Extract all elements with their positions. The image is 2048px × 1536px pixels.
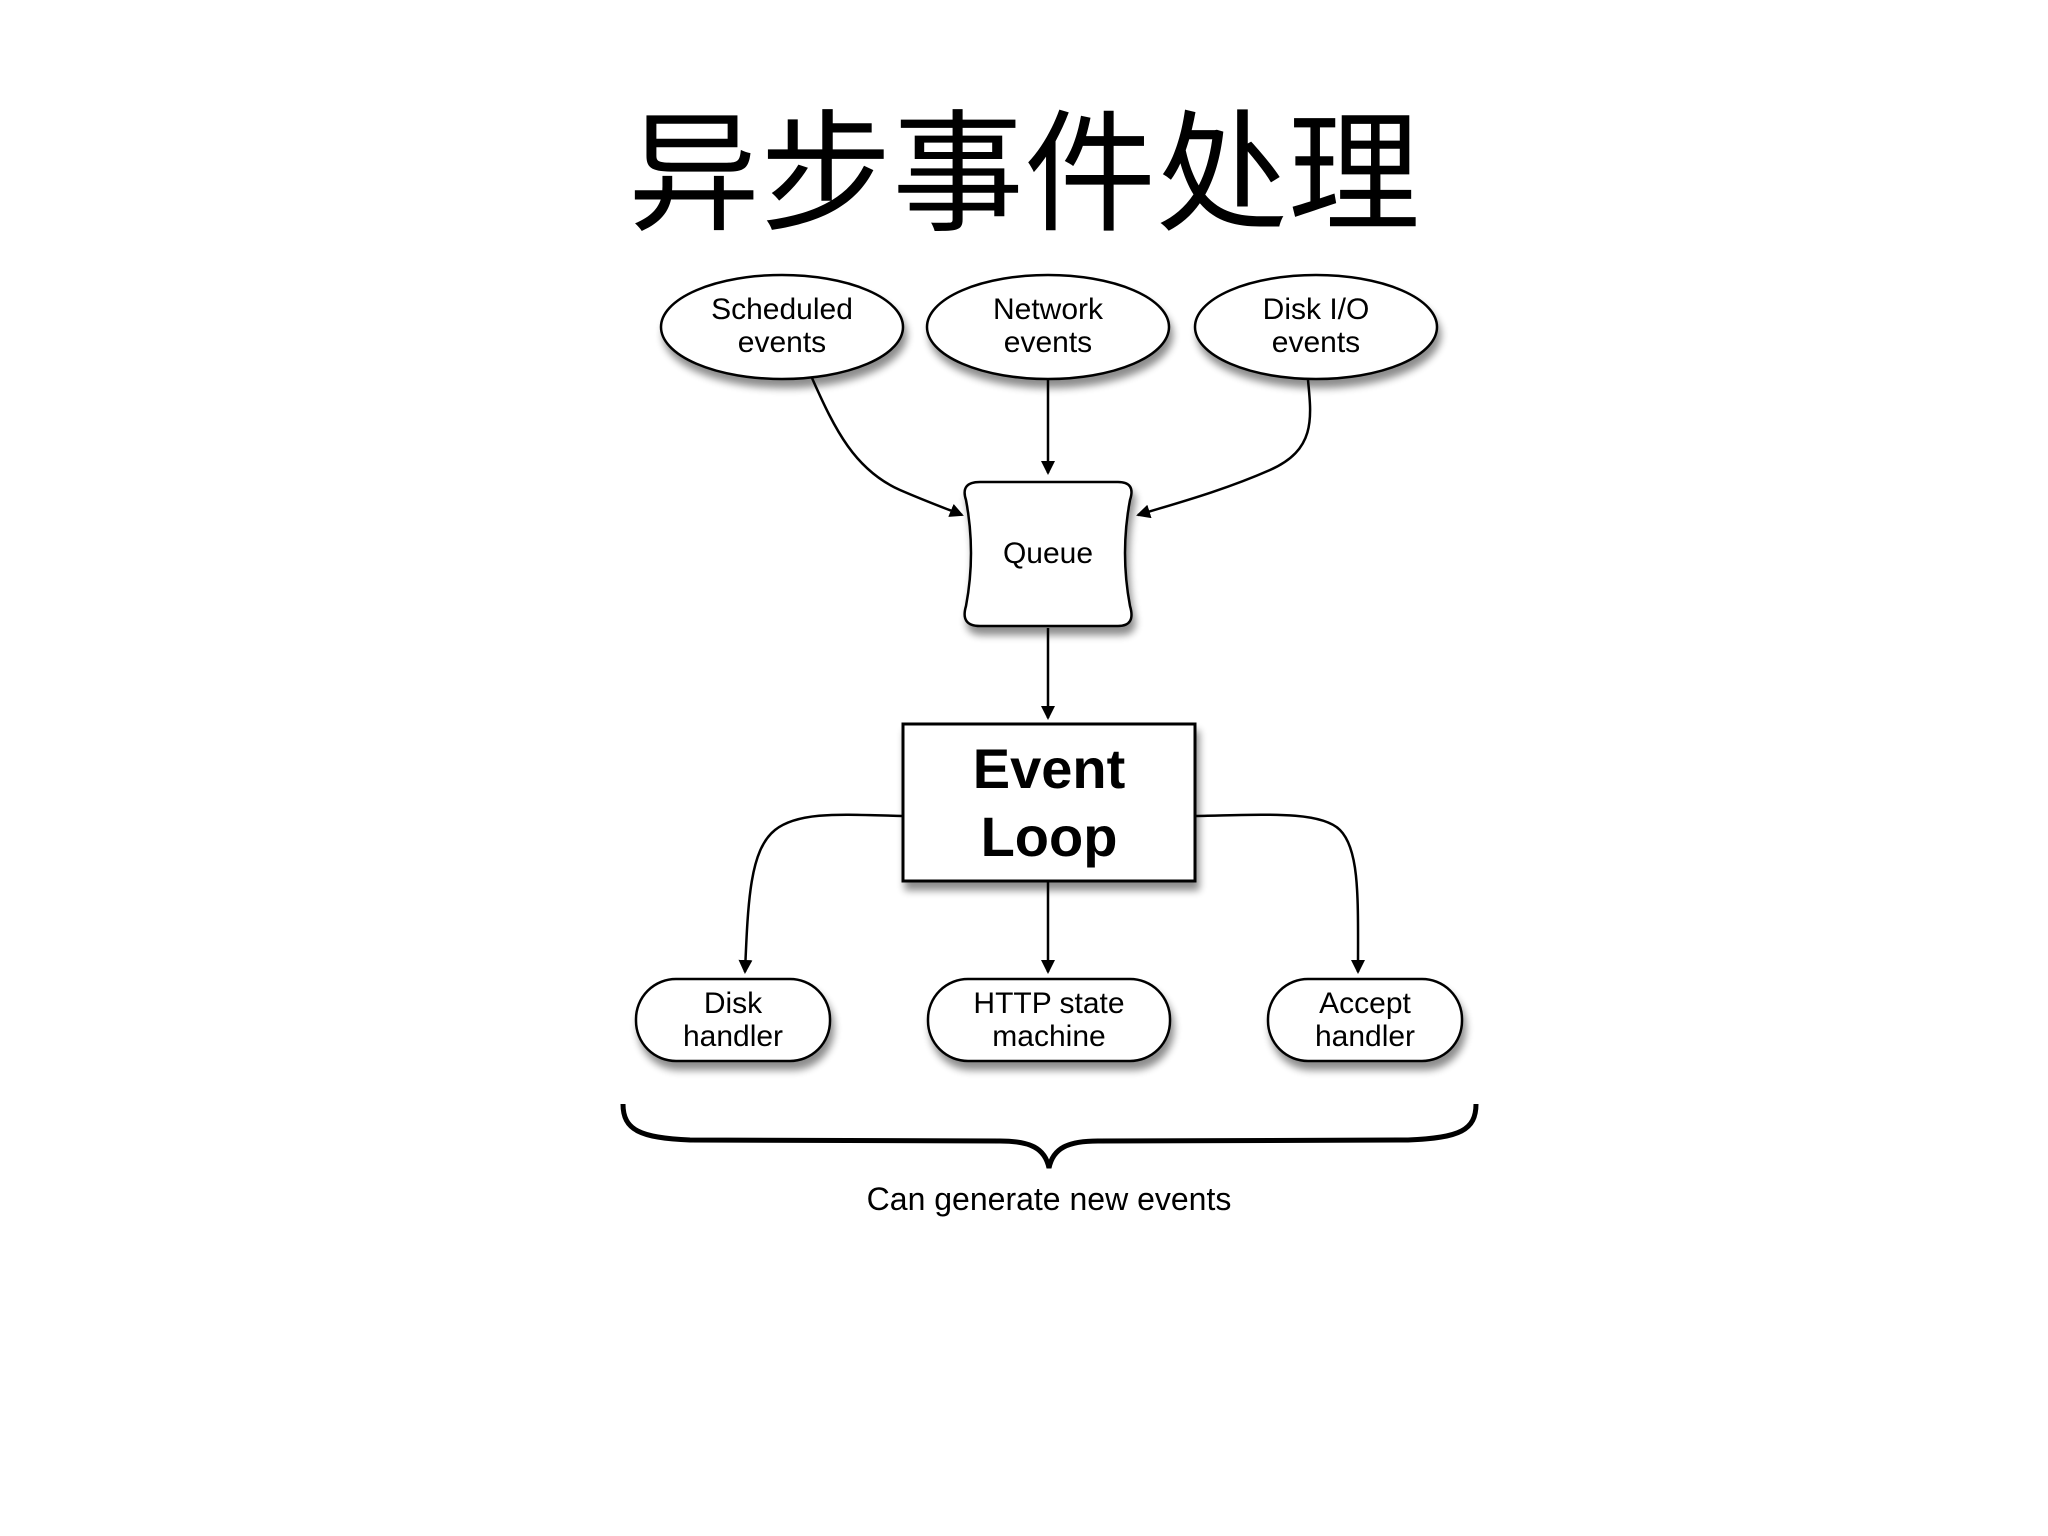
handler-node-http: HTTP state machine bbox=[926, 977, 1172, 1063]
source-node-network: Network events bbox=[925, 273, 1171, 381]
event-loop-node: Event Loop bbox=[901, 722, 1197, 883]
source-node-disk-io: Disk I/O events bbox=[1193, 273, 1439, 381]
source-label-line1: Scheduled bbox=[711, 293, 853, 326]
handler-label-line2: machine bbox=[992, 1020, 1105, 1053]
curly-brace bbox=[620, 1103, 1479, 1169]
handler-label-line1: Accept bbox=[1319, 987, 1411, 1020]
source-label-line2: events bbox=[1272, 326, 1360, 359]
handler-label-line1: Disk bbox=[704, 987, 763, 1020]
edge-eventloop-to-accept-handler bbox=[1195, 813, 1366, 974]
event-loop-label-line2: Loop bbox=[981, 805, 1118, 868]
edge-diskio-to-queue bbox=[1136, 379, 1312, 519]
handler-label-line1: HTTP state bbox=[973, 987, 1124, 1020]
edge-eventloop-to-disk-handler bbox=[738, 813, 904, 974]
edge-scheduled-to-queue bbox=[810, 377, 964, 517]
source-label-line2: events bbox=[738, 326, 826, 359]
slide-title: 异步事件处理 bbox=[628, 98, 1420, 252]
source-label-line1: Disk I/O bbox=[1263, 293, 1370, 326]
event-loop-label-line1: Event bbox=[973, 737, 1126, 800]
handler-label-line2: handler bbox=[1315, 1020, 1415, 1053]
source-label-line2: events bbox=[1004, 326, 1092, 359]
handler-node-disk: Disk handler bbox=[634, 977, 832, 1063]
caption: Can generate new events bbox=[867, 1181, 1232, 1217]
source-node-scheduled: Scheduled events bbox=[659, 273, 905, 381]
queue-node: Queue bbox=[963, 480, 1133, 628]
source-label-line1: Network bbox=[993, 293, 1104, 326]
queue-label: Queue bbox=[1003, 537, 1093, 570]
handler-label-line2: handler bbox=[683, 1020, 783, 1053]
handler-node-accept: Accept handler bbox=[1266, 977, 1464, 1063]
